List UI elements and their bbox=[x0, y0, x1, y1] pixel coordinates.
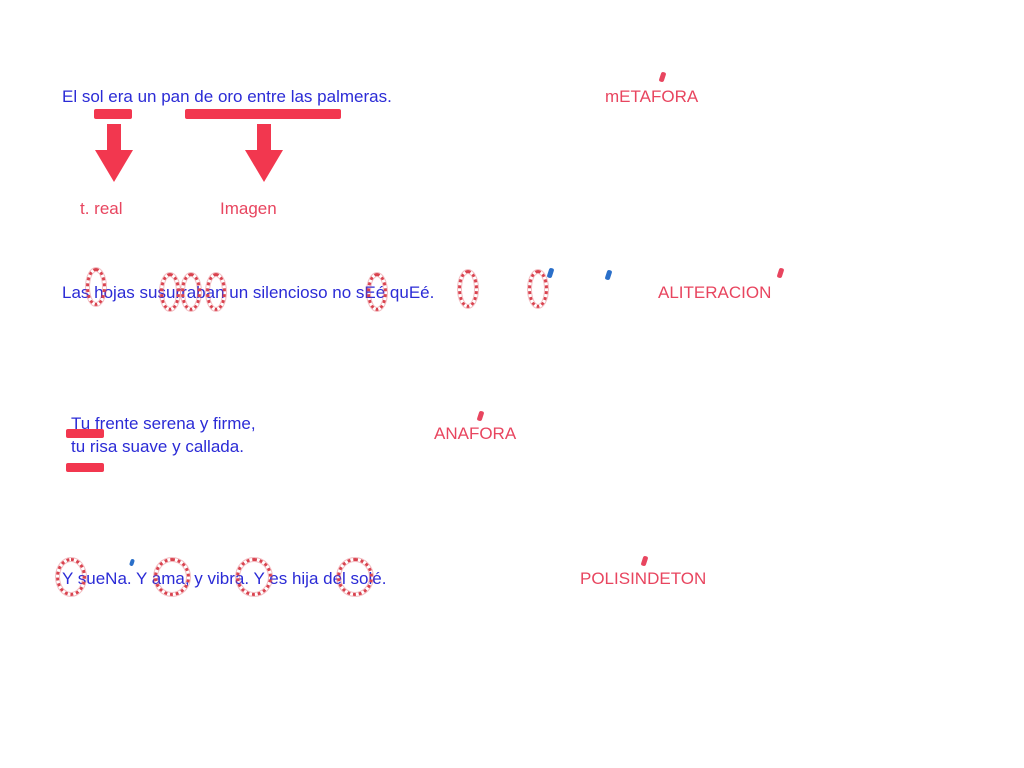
annotation-tick bbox=[640, 555, 649, 567]
annotation-tick bbox=[546, 267, 555, 279]
underline-image-term bbox=[185, 109, 341, 119]
figure-label-metafora: mETAFORA bbox=[605, 87, 699, 106]
figure-label-polisindeton: POLISINDETON bbox=[580, 569, 707, 588]
circle-mark bbox=[56, 558, 86, 596]
underline-real-term bbox=[94, 109, 132, 119]
circle-mark bbox=[367, 273, 387, 311]
sentence-aliteracion: Las hojas susurraban un silencioso no sE… bbox=[62, 283, 435, 302]
circle-mark bbox=[86, 268, 106, 306]
down-arrow-icon bbox=[95, 124, 133, 182]
verse-line-1: Tu frente serena y firme, bbox=[71, 414, 256, 433]
annotation-tick bbox=[658, 71, 667, 83]
circle-mark bbox=[236, 558, 272, 596]
circle-mark bbox=[458, 270, 478, 308]
figure-label-aliteracion: ALITERACION bbox=[658, 283, 772, 302]
annotation-tick bbox=[604, 269, 613, 281]
circle-mark bbox=[160, 273, 180, 311]
circle-mark bbox=[154, 558, 190, 596]
circle-mark bbox=[528, 270, 548, 308]
annotation-tick bbox=[776, 267, 785, 279]
label-real-term: t. real bbox=[80, 199, 123, 218]
figure-label-anafora: ANAFORA bbox=[434, 424, 517, 443]
down-arrow-icon bbox=[245, 124, 283, 182]
circle-mark bbox=[337, 558, 373, 596]
sentence-metafora: El sol era un pan de oro entre las palme… bbox=[62, 87, 392, 106]
verse-line-2: tu risa suave y callada. bbox=[71, 437, 244, 456]
annotation-tick bbox=[129, 558, 135, 567]
underline-anafora bbox=[66, 463, 104, 472]
circle-mark bbox=[181, 273, 201, 311]
sentence-polisindeton: Y sueNa. Y ama, y vibra. Y es hija del s… bbox=[62, 569, 387, 588]
label-image: Imagen bbox=[220, 199, 277, 218]
annotation-tick bbox=[476, 410, 485, 422]
underline-anafora bbox=[66, 429, 104, 438]
circle-mark bbox=[206, 273, 226, 311]
